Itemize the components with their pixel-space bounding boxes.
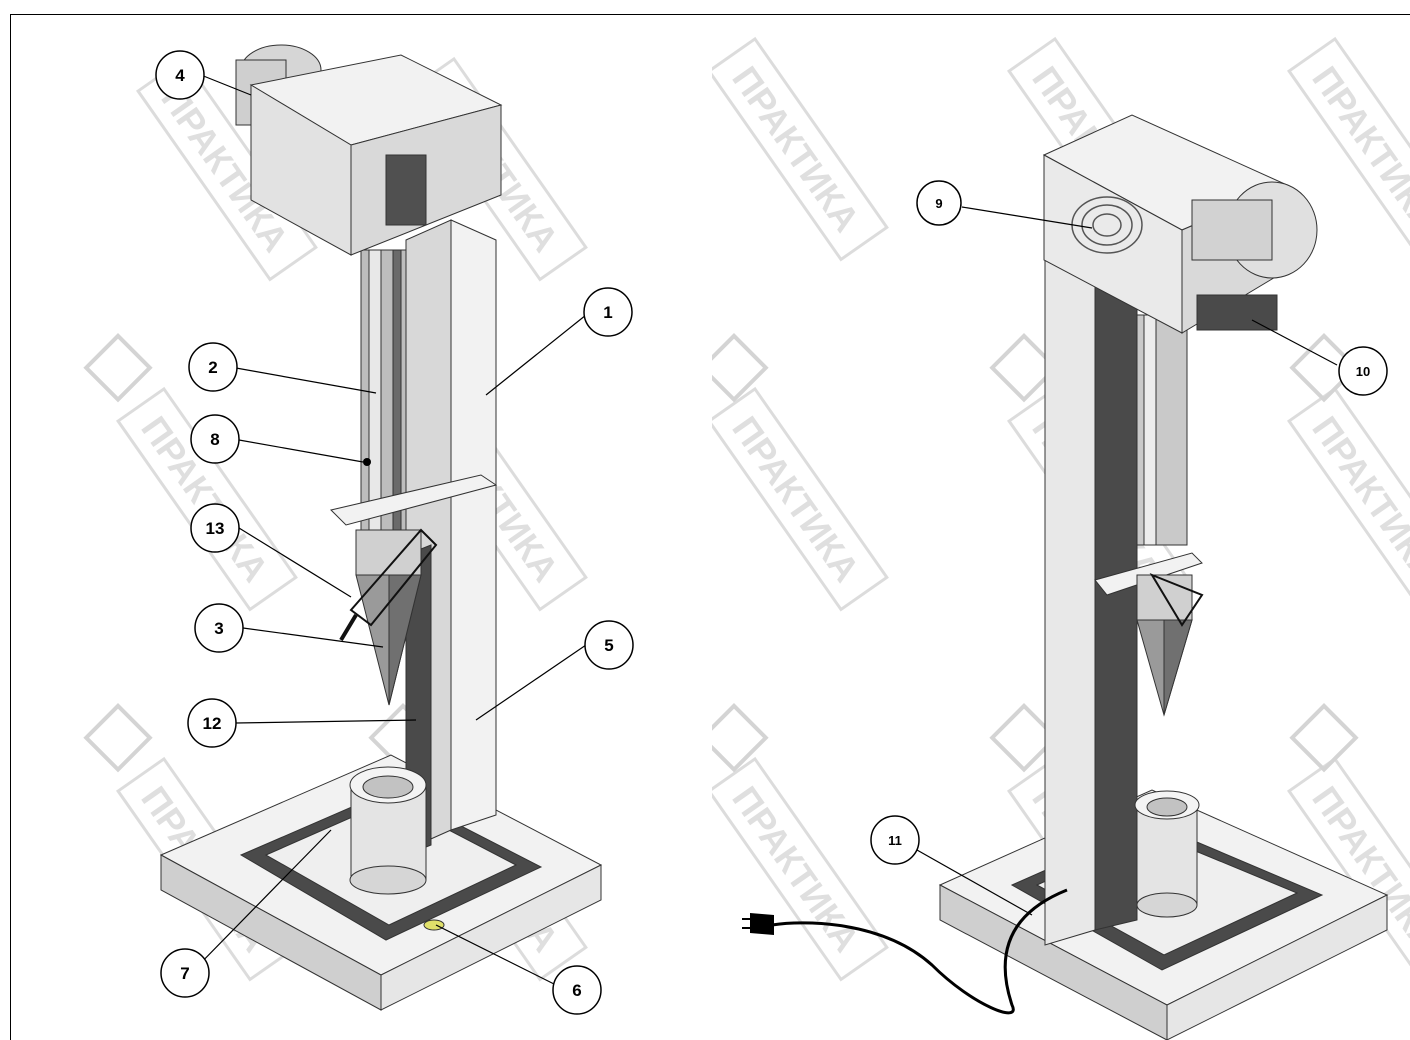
svg-text:11: 11	[888, 833, 902, 848]
callout-3: 3	[194, 603, 244, 653]
callout-5: 5	[584, 620, 634, 670]
svg-text:3: 3	[214, 619, 223, 638]
watermark-text: ПРАКТИКА	[1304, 409, 1410, 589]
watermark-text: ПРАКТИКА	[724, 59, 867, 239]
left-view-drawing: ПРАКТИКА ПРАКТИКА ПРАКТИКА ПРАКТИКА ПРАК…	[83, 44, 634, 1015]
svg-text:1: 1	[603, 303, 612, 322]
left-view-panel: ПРАКТИКА ПРАКТИКА ПРАКТИКА ПРАКТИКА ПРАК…	[10, 14, 714, 1040]
svg-text:10: 10	[1356, 364, 1370, 379]
cone	[1136, 572, 1204, 717]
motor-housing	[235, 44, 503, 256]
bracket	[1094, 552, 1203, 596]
svg-text:9: 9	[935, 196, 942, 211]
svg-text:13: 13	[206, 519, 225, 538]
callout-1: 1	[583, 287, 633, 337]
plug-icon	[750, 913, 774, 935]
svg-text:4: 4	[175, 66, 185, 85]
svg-text:12: 12	[203, 714, 222, 733]
praktika-logo-icon	[712, 333, 1359, 773]
callout-10: 10	[1338, 346, 1388, 396]
svg-text:5: 5	[604, 636, 613, 655]
callout-12: 12	[187, 698, 237, 748]
cup	[1134, 790, 1200, 918]
svg-text:6: 6	[572, 981, 581, 1000]
main-column	[1044, 239, 1138, 946]
watermark-text: ПРАКТИКА	[1304, 59, 1410, 239]
callout-4: 4	[155, 50, 205, 100]
lever	[339, 528, 438, 642]
svg-text:2: 2	[208, 358, 217, 377]
leader-lines	[916, 206, 1338, 916]
tube	[360, 249, 407, 531]
main-column	[405, 219, 497, 856]
cup	[349, 766, 427, 895]
callout-13: 13	[190, 503, 240, 553]
bracket	[330, 474, 498, 526]
leader-lines	[190, 74, 587, 986]
watermark-text: ПРАКТИКА	[724, 409, 867, 589]
callout-11: 11	[870, 815, 920, 865]
callout-9: 9	[916, 180, 962, 226]
marker-dot	[363, 458, 371, 466]
right-view-panel: ПРАКТИКА ПРАКТИКА ПРАКТИКА ПРАКТИКА ПРАК…	[712, 14, 1410, 1040]
svg-text:8: 8	[210, 430, 219, 449]
power-cord	[742, 888, 1068, 1015]
tube	[1136, 314, 1188, 546]
callout-8: 8	[190, 414, 240, 464]
callout-2: 2	[188, 342, 238, 392]
callout-7: 7	[160, 948, 210, 998]
switch-button	[423, 919, 445, 931]
callout-6: 6	[552, 965, 602, 1015]
right-view-drawing: ПРАКТИКА ПРАКТИКА ПРАКТИКА ПРАКТИКА ПРАК…	[712, 36, 1410, 1040]
svg-text:7: 7	[180, 964, 189, 983]
watermark-text: ПРАКТИКА	[724, 779, 867, 959]
